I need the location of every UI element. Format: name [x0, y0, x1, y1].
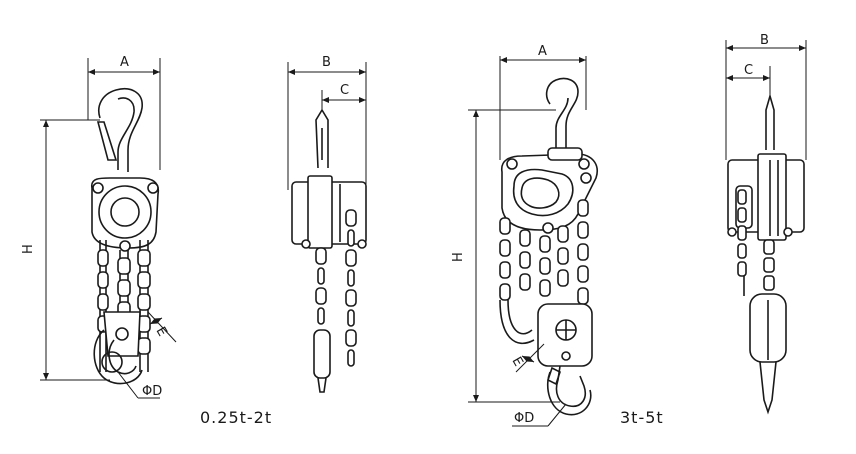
caption-right: 3t-5t [620, 408, 664, 427]
label-e-left: E [153, 325, 170, 340]
label-b-right: B [760, 33, 769, 48]
label-c-left: C [340, 83, 349, 98]
hoist-small-front-view [40, 58, 177, 399]
hoist-large-front-view [468, 56, 598, 427]
label-c-right: C [744, 63, 753, 78]
label-a-right: A [538, 44, 547, 59]
label-a-left: A [120, 55, 129, 70]
label-b-left: B [322, 55, 331, 70]
hoist-small-side-view [287, 62, 367, 393]
label-h-right: H [451, 252, 466, 262]
caption-left: 0.25t-2t [200, 408, 272, 427]
label-h-left: H [21, 244, 36, 254]
label-d-right: ΦD [514, 411, 534, 426]
label-e-right: E [509, 355, 526, 370]
label-d-left: ΦD [142, 384, 162, 399]
hoist-large-side-view [725, 40, 807, 415]
